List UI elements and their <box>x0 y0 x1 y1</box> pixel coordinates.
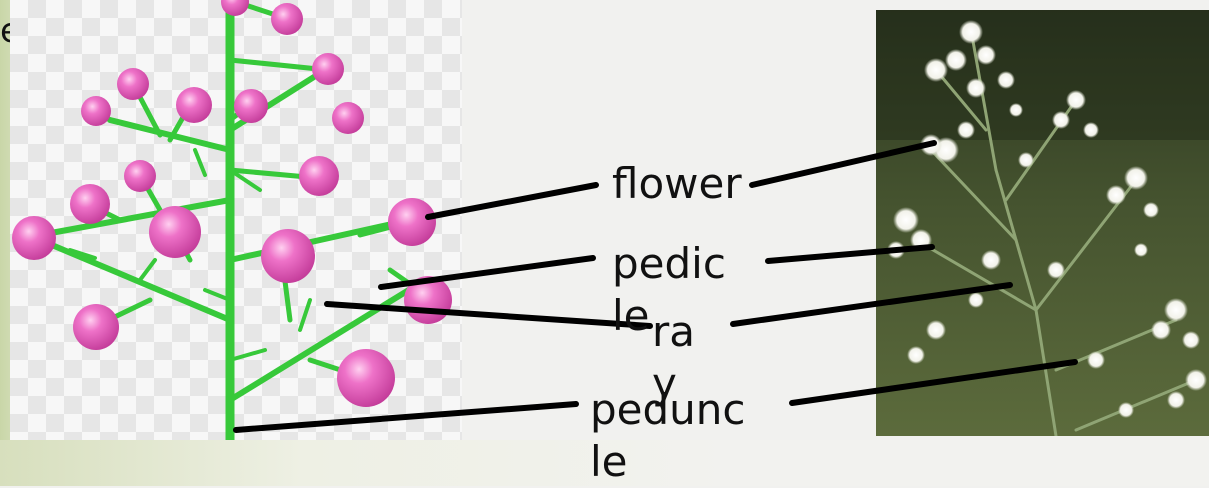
ray-leader-left <box>327 304 650 326</box>
ray-leader-right <box>733 285 1010 324</box>
peduncle-leader-left <box>236 404 576 430</box>
pedicle-leader-left <box>381 258 593 287</box>
label-ray-line1: ra <box>652 306 695 358</box>
label-peduncle-line1: pedunc <box>590 384 746 436</box>
peduncle-leader-right <box>792 362 1075 403</box>
pedicle-leader-right <box>768 247 932 261</box>
label-pedicle-line2: le <box>612 290 650 342</box>
flower-leader-left <box>428 185 596 217</box>
label-peduncle-line2: le <box>590 436 628 488</box>
label-pedicle-line1: pedic <box>612 238 726 290</box>
label-flower: flower <box>612 158 742 210</box>
flower-leader-right <box>752 143 934 185</box>
